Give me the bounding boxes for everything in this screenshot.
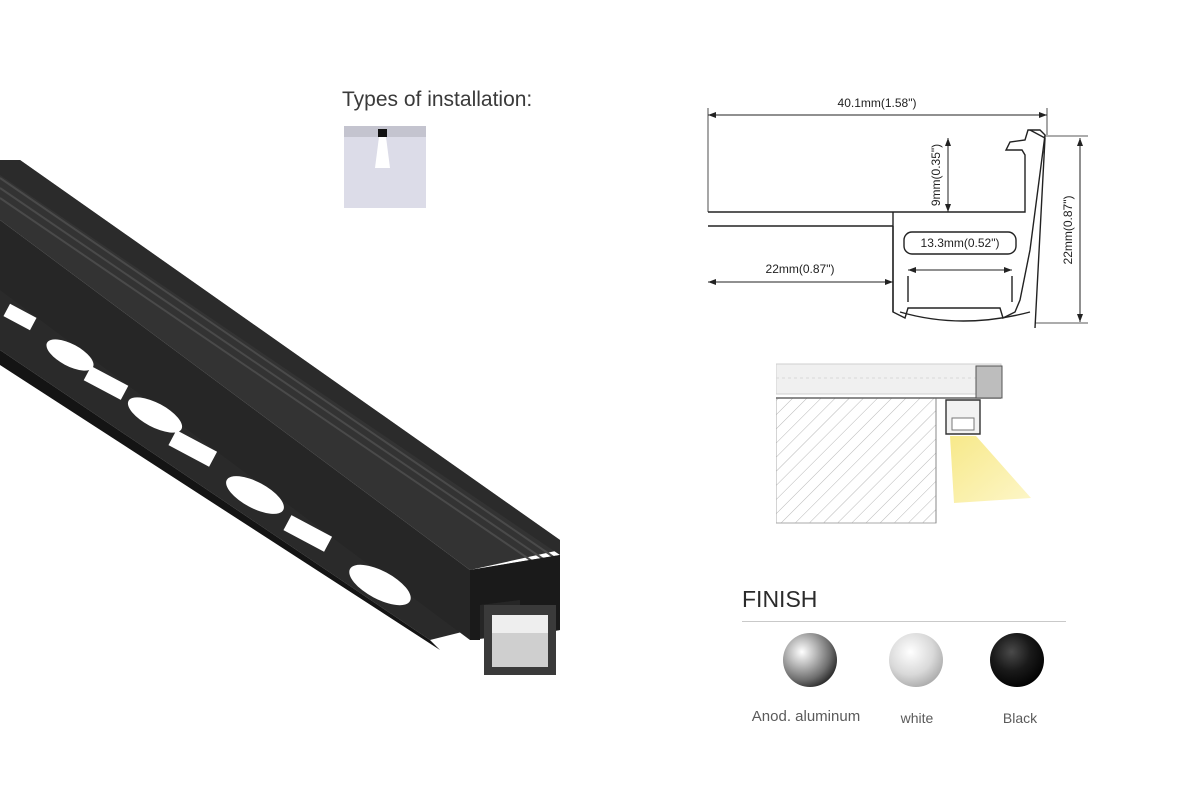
dimension-drawing: 40.1mm(1.58") 9mm(0.35") 13.3mm(0.52") 2…: [707, 96, 1088, 329]
finish-label-aluminum: Anod. aluminum: [751, 708, 861, 725]
installation-illustration: [776, 363, 1031, 524]
finish-title: FINISH: [742, 586, 818, 612]
inner-height-label: 9mm(0.35"): [929, 144, 943, 206]
recessed-install-icon: [344, 126, 426, 208]
overall-width-label: 40.1mm(1.58"): [838, 96, 917, 110]
finish-label-white: white: [900, 710, 934, 726]
finish-label-black: Black: [1002, 710, 1038, 726]
white-sphere-icon: [889, 633, 943, 687]
profile-render-image: [0, 160, 560, 675]
installation-title: Types of installation:: [342, 88, 533, 111]
aluminum-sphere-icon: [783, 633, 837, 687]
overall-height-label: 22mm(0.87"): [1061, 196, 1075, 265]
flange-width-label: 22mm(0.87"): [766, 262, 835, 276]
channel-width-label: 13.3mm(0.52"): [921, 236, 1000, 250]
black-sphere-icon: [990, 633, 1044, 687]
finish-divider: [742, 621, 1066, 622]
